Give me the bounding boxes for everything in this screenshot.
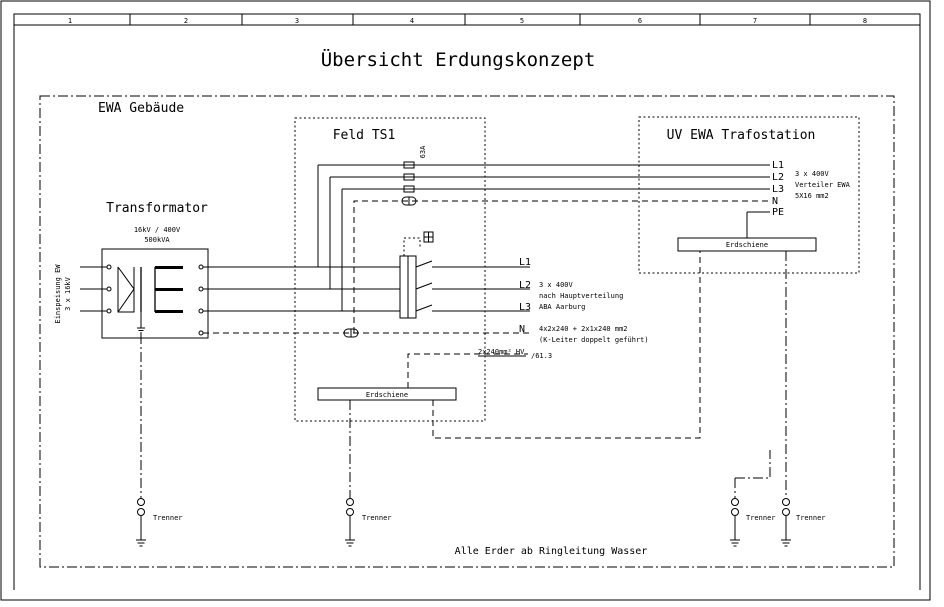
building-boundary xyxy=(39,95,895,568)
uv-phase-pe: PE xyxy=(772,207,784,218)
transformer-title: Transformator xyxy=(106,201,208,216)
uv-title: UV EWA Trafostation xyxy=(667,128,816,143)
line-label-l1: L1 xyxy=(519,257,531,268)
neutral-note-doubled: (K-Leiter doppelt geführt) xyxy=(539,336,649,344)
feed-voltage: 3 x 16kV xyxy=(64,276,72,311)
uv-phase-n: N xyxy=(772,196,778,207)
drawing-frame: 1 2 3 4 5 6 7 8 xyxy=(0,0,931,601)
disconnector-3: Trenner xyxy=(730,498,776,547)
col-num-4: 4 xyxy=(410,17,414,25)
disconnector-label-4: Trenner xyxy=(796,514,826,522)
col-num-7: 7 xyxy=(753,17,757,25)
uv-earth-busbar xyxy=(677,237,817,252)
uv-note-cable: 5X16 mm2 xyxy=(795,192,829,200)
switch-group xyxy=(399,231,434,319)
diagram-title: Übersicht Erdungskonzept xyxy=(321,48,596,71)
disconnector-2: Trenner xyxy=(345,498,392,547)
col-num-5: 5 xyxy=(520,17,524,25)
line-label-l2: L2 xyxy=(519,280,531,291)
phase-lines: L1 L2 L3 3 x 400V nach Hauptverteilung A… xyxy=(203,257,623,313)
feld-earth-busbar xyxy=(317,387,457,401)
uv-feeder: 63A L1 L2 L3 N PE 3 x 400V Verteiler EWA… xyxy=(317,145,851,333)
line-label-l3: L3 xyxy=(519,302,531,313)
earth-electrodes xyxy=(140,251,787,498)
feld-title: Feld TS1 xyxy=(333,128,396,143)
pe-cable-label: 2x240mm² HV xyxy=(478,348,525,356)
feed-label: Einspeisung EW xyxy=(54,264,62,324)
footer-note: Alle Erder ab Ringleitung Wasser xyxy=(455,546,648,557)
neutral-line: N 4x2x240 + 2x1x240 mm2 (K-Leiter doppel… xyxy=(203,324,649,344)
fuse-rating: 63A xyxy=(419,145,427,158)
uv-note-voltage: 3 x 400V xyxy=(795,170,830,178)
feld-ts1-box xyxy=(294,117,486,422)
uv-phase-l3: L3 xyxy=(772,184,784,195)
disconnector-label-1: Trenner xyxy=(153,514,183,522)
transformer: Transformator 16kV / 400V 500kVA Einspei… xyxy=(54,201,209,339)
transformer-rating: 16kV / 400V xyxy=(134,226,181,234)
line-note-destination: nach Hauptverteilung xyxy=(539,292,623,300)
disconnector-label-2: Trenner xyxy=(362,514,392,522)
col-num-1: 1 xyxy=(68,17,72,25)
busbar-interconnect xyxy=(432,251,701,439)
transformer-box xyxy=(101,248,209,339)
col-num-3: 3 xyxy=(295,17,299,25)
uv-phase-l1: L1 xyxy=(772,160,784,171)
uv-busbar-label: Erdschiene xyxy=(726,241,768,249)
col-num-2: 2 xyxy=(184,17,188,25)
pe-cable: 2x240mm² HV /61.3 xyxy=(407,348,552,388)
neutral-note-cross-section: 4x2x240 + 2x1x240 mm2 xyxy=(539,325,628,333)
disconnector-4: Trenner xyxy=(781,498,826,547)
uv-note-distributor: Verteiler EWA xyxy=(795,181,851,189)
col-num-8: 8 xyxy=(863,17,867,25)
pe-cable-reference: /61.3 xyxy=(531,352,552,360)
uv-station-box xyxy=(638,116,860,274)
uv-phase-l2: L2 xyxy=(772,172,784,183)
col-num-6: 6 xyxy=(638,17,642,25)
disconnector-label-3: Trenner xyxy=(746,514,776,522)
line-note-location: ABA Aarburg xyxy=(539,303,585,311)
building-label: EWA Gebäude xyxy=(98,101,184,116)
line-label-n: N xyxy=(519,324,525,335)
feld-busbar-label: Erdschiene xyxy=(366,391,408,399)
transformer-power: 500kVA xyxy=(144,236,170,244)
line-note-voltage: 3 x 400V xyxy=(539,281,574,289)
disconnector-1: Trenner xyxy=(136,498,183,547)
